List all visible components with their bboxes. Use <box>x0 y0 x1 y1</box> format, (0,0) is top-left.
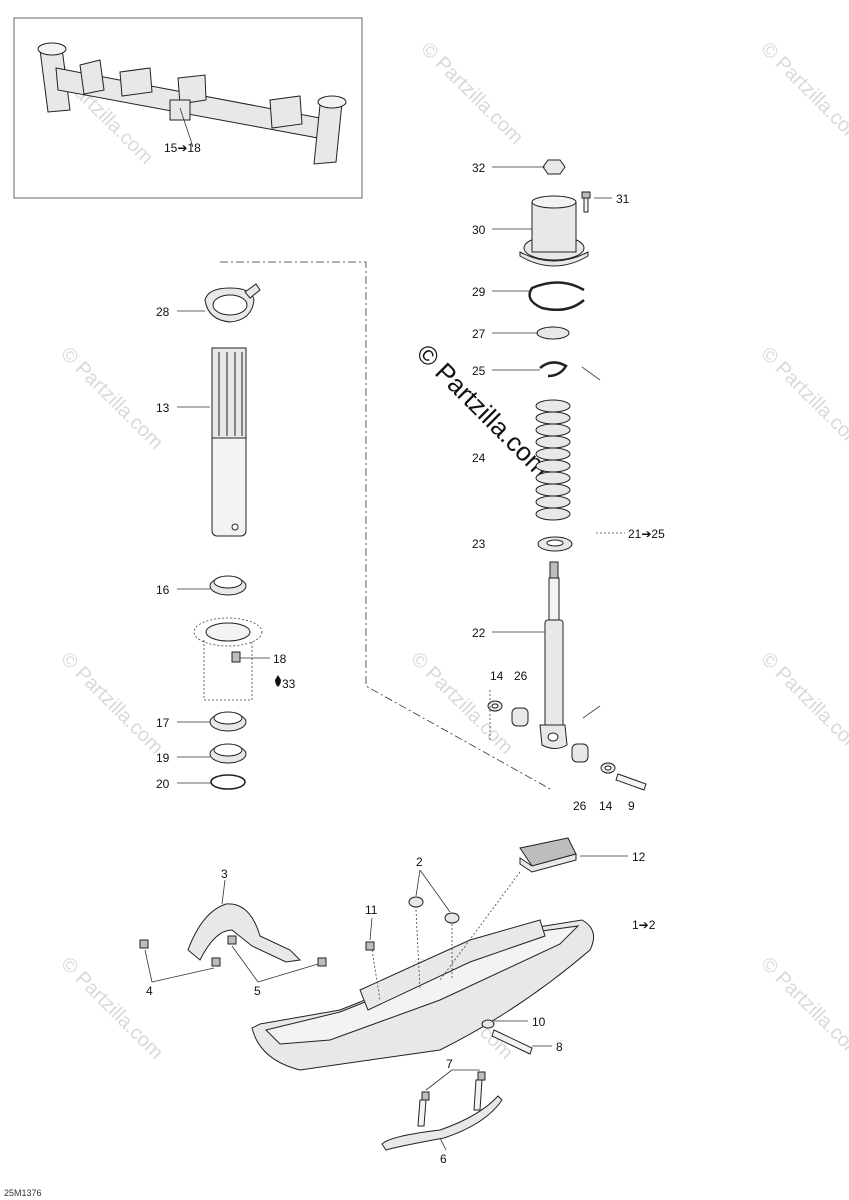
callout-18: 18 <box>273 652 287 666</box>
callout-2: 2 <box>416 855 423 869</box>
callout-10: 10 <box>532 1015 546 1029</box>
ski-assembly <box>139 837 595 1151</box>
callout-7: 7 <box>446 1057 453 1071</box>
callout-33: 33 <box>282 677 296 691</box>
callout-17: 17 <box>156 716 170 730</box>
inset-box <box>13 17 363 199</box>
callout-21-25: 21➔25 <box>628 527 665 541</box>
callout-12: 12 <box>632 850 646 864</box>
callout-8: 8 <box>556 1040 563 1054</box>
shaft-assembly <box>193 283 263 790</box>
callout-25: 25 <box>472 364 486 378</box>
callout-labels: 15➔18 32 31 30 29 27 25 24 21➔25 23 22 1… <box>146 141 665 1166</box>
watermark-group: © Partzilla.com © Partzilla.com © Partzi… <box>46 38 849 1064</box>
callout-19: 19 <box>156 751 170 765</box>
watermark-text: © Partzilla.com <box>756 343 849 454</box>
callout-4: 4 <box>146 984 153 998</box>
callout-31: 31 <box>616 192 630 206</box>
callout-11: 11 <box>365 903 378 917</box>
callout-3: 3 <box>221 867 228 881</box>
callout-14: 14 <box>490 669 504 683</box>
callout-13: 13 <box>156 401 170 415</box>
axle-assembly <box>37 42 347 165</box>
callout-32: 32 <box>472 161 486 175</box>
shock-assembly <box>487 159 647 791</box>
spring <box>535 399 571 521</box>
callout-28: 28 <box>156 305 170 319</box>
callout-27: 27 <box>472 327 486 341</box>
oil-drop-icon <box>275 675 281 687</box>
callout-29: 29 <box>472 285 486 299</box>
callout-26: 26 <box>573 799 587 813</box>
callout-23: 23 <box>472 537 486 551</box>
callout-22: 22 <box>472 626 486 640</box>
callout-30: 30 <box>472 223 486 237</box>
callout-24: 24 <box>472 451 486 465</box>
callout-14: 14 <box>599 799 613 813</box>
watermark-text: © Partzilla.com <box>56 343 167 454</box>
callout-5: 5 <box>254 984 261 998</box>
callout-15-18: 15➔18 <box>164 141 201 155</box>
callout-1-2: 1➔2 <box>632 918 656 932</box>
watermark-text: © Partzilla.com <box>56 648 167 759</box>
callout-9: 9 <box>628 799 635 813</box>
callout-16: 16 <box>156 583 170 597</box>
watermark-text: © Partzilla.com <box>416 38 527 149</box>
leader-lines <box>144 107 628 1151</box>
watermark-text: © Partzilla.com <box>756 953 849 1064</box>
watermark-text: © Partzilla.com <box>756 648 849 759</box>
callout-20: 20 <box>156 777 170 791</box>
callout-26: 26 <box>514 669 528 683</box>
watermark-text: © Partzilla.com <box>756 38 849 149</box>
watermark-text: © Partzilla.com <box>56 953 167 1064</box>
diagram-code: 25M1376 <box>4 1188 42 1198</box>
callout-6: 6 <box>440 1152 447 1166</box>
